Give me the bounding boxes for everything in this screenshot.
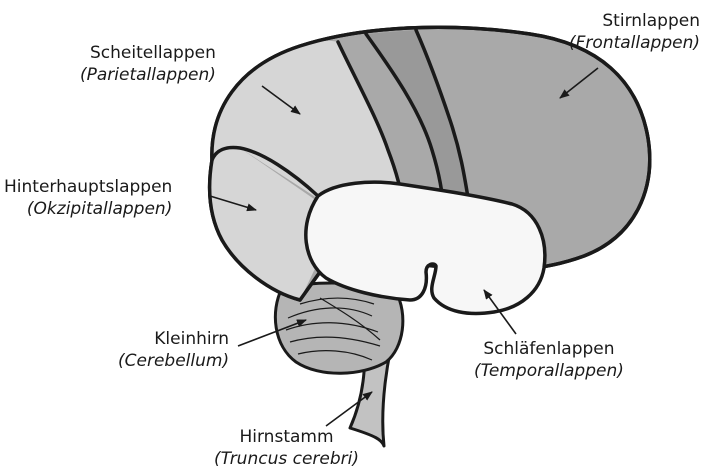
label-scheitellappen: Scheitellappen (Parietallappen)	[80, 42, 216, 86]
label-schlaefenlappen: Schläfenlappen (Temporallappen)	[474, 338, 624, 382]
label-hinterhauptslappen-name: Hinterhauptslappen	[4, 177, 172, 197]
label-stirnlappen-name: Stirnlappen	[602, 11, 700, 31]
label-hirnstamm: Hirnstamm (Truncus cerebri)	[214, 426, 359, 470]
label-kleinhirn: Kleinhirn (Cerebellum)	[118, 328, 229, 372]
label-hirnstamm-name: Hirnstamm	[239, 427, 333, 447]
label-hinterhauptslappen: Hinterhauptslappen (Okzipitallappen)	[4, 176, 172, 220]
label-scheitellappen-name: Scheitellappen	[90, 43, 216, 63]
label-hinterhauptslappen-latin: (Okzipitallappen)	[4, 198, 172, 220]
label-schlaefenlappen-latin: (Temporallappen)	[474, 360, 624, 382]
label-kleinhirn-name: Kleinhirn	[154, 329, 229, 349]
label-hirnstamm-latin: (Truncus cerebri)	[214, 448, 359, 470]
label-schlaefenlappen-name: Schläfenlappen	[483, 339, 614, 359]
label-scheitellappen-latin: (Parietallappen)	[80, 64, 216, 86]
label-stirnlappen: Stirnlappen (Frontallappen)	[569, 10, 700, 54]
label-stirnlappen-latin: (Frontallappen)	[569, 32, 700, 54]
label-kleinhirn-latin: (Cerebellum)	[118, 350, 229, 372]
